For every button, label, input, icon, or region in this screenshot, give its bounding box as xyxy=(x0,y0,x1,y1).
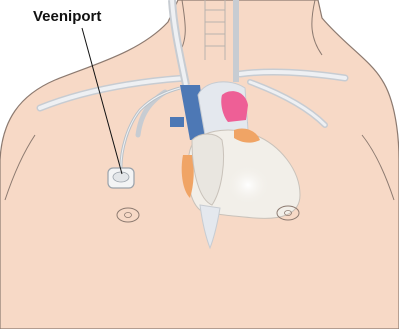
port-septum xyxy=(113,172,129,182)
vein-branch-left xyxy=(170,117,184,127)
heart-glow xyxy=(226,165,270,205)
port-label: Veeniport xyxy=(33,8,101,25)
